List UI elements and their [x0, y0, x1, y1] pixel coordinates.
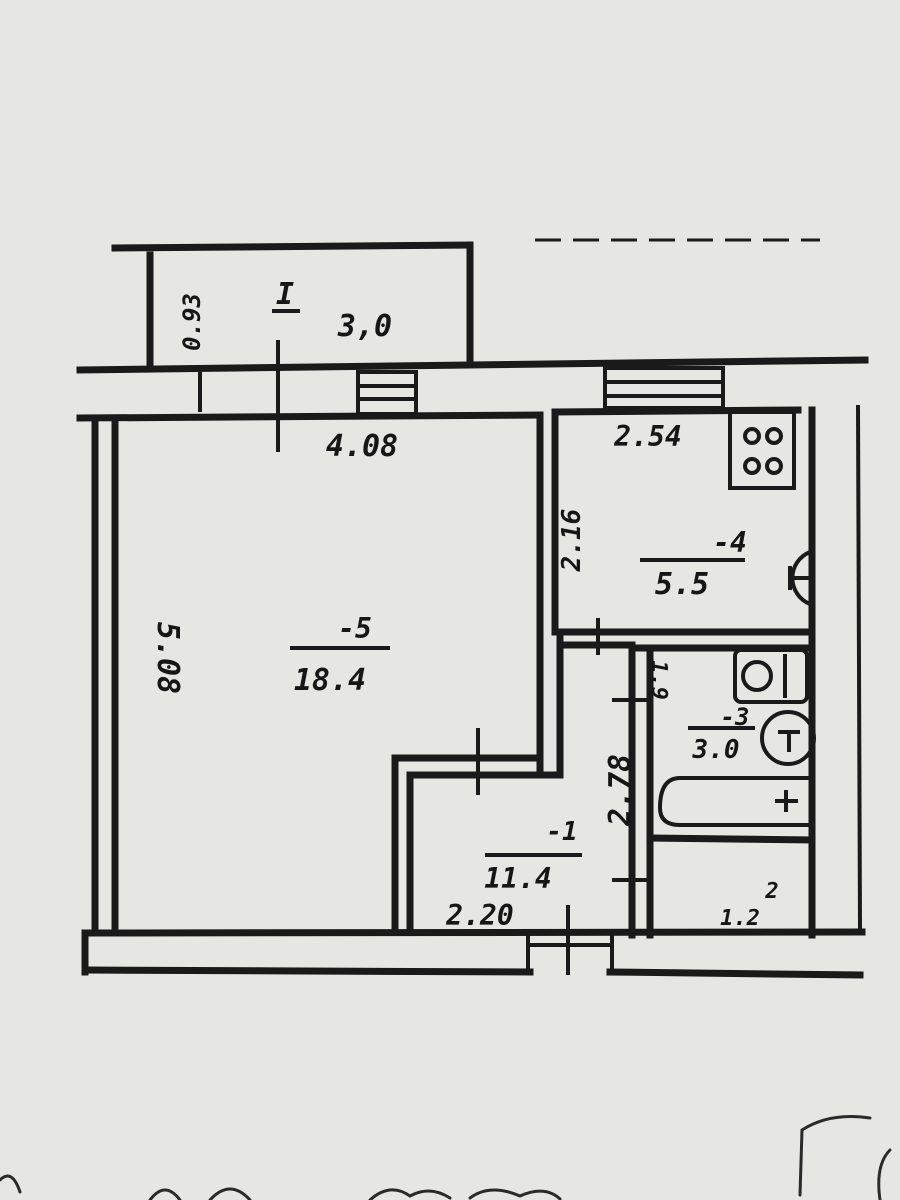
toilet-room: 1.2 2	[720, 879, 779, 931]
bathroom-width-label: 1.9	[646, 660, 671, 700]
living-room-number-label: -5	[338, 612, 372, 645]
toilet-area-label: 1.2	[720, 906, 760, 931]
hallway-number-label: -1	[546, 817, 577, 847]
kitchen: 2.54 2.16 -4 5.5	[551, 406, 816, 939]
balcony-number-label: I	[276, 277, 294, 312]
window-kitchen	[603, 366, 725, 410]
bathtub-icon	[657, 776, 810, 827]
hallway: 2.78 -1 11.4 2.20	[445, 628, 650, 975]
living-room-area-label: 18.4	[294, 663, 366, 698]
sink-icon	[788, 550, 811, 606]
toilet-bowl-icon	[760, 710, 816, 766]
bathroom-area-label: 3.0	[692, 735, 740, 765]
living-room: 4.08 5.08 -5 18.4	[91, 416, 559, 934]
balcony: 0.93 I 3,0	[111, 238, 820, 452]
exterior-wall-bottom	[81, 928, 866, 979]
kitchen-length-label: 2.16	[557, 509, 587, 573]
hallway-length-label: 2.78	[603, 754, 638, 827]
kitchen-number-label: -4	[713, 526, 747, 559]
kitchen-area-label: 5.5	[655, 567, 709, 602]
hallway-width-label: 2.20	[445, 899, 513, 932]
window-living-room	[356, 370, 418, 416]
living-room-length-label: 5.08	[150, 622, 185, 694]
balcony-depth-label: 0.93	[178, 293, 206, 351]
washbasin-icon	[733, 648, 809, 704]
toilet-number-label: 2	[764, 879, 778, 904]
hallway-area-label: 11.4	[484, 862, 551, 895]
handwritten-marks	[0, 1115, 892, 1200]
stove-icon	[728, 410, 796, 490]
living-room-width-label: 4.08	[326, 429, 398, 464]
kitchen-width-label: 2.54	[613, 420, 681, 453]
balcony-area-label: 3,0	[337, 309, 392, 344]
bathroom: 1.9 -3 3.0	[631, 644, 816, 939]
